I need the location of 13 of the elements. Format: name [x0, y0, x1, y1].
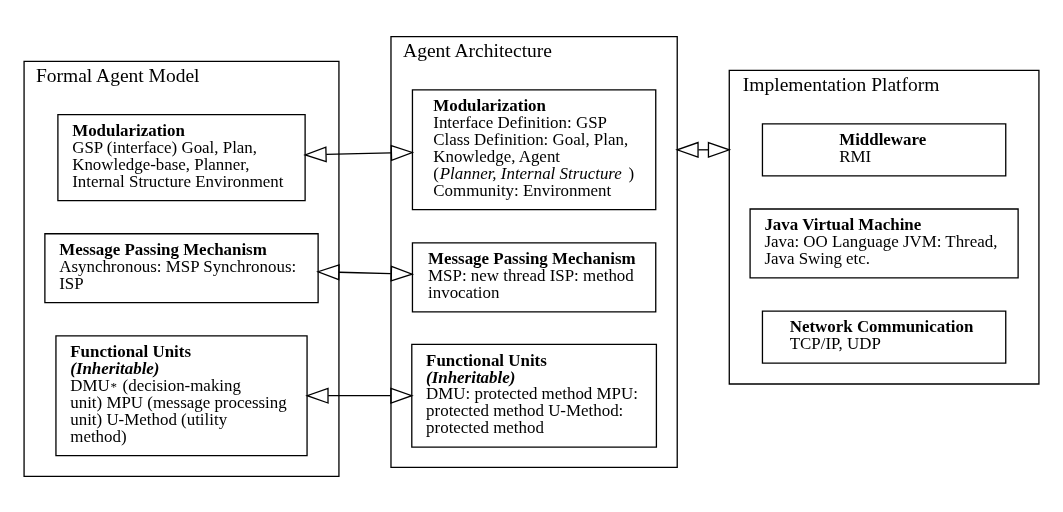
node-box: Middleware RMI — [761, 122, 1007, 176]
node-box: Modularization Interface Definition: GSP Class Definition: Goal, Plan, Knowledge, Agent (Planner, Internal Structure) Community: Environment — [411, 88, 657, 210]
arrow — [305, 387, 414, 404]
node-box: Java Virtual Machine Java: OO Language JVM: Thread, Java Swing etc. — [749, 207, 1019, 279]
node-box: Message Passing Mechanism MSP: new thread ISP: method invocation — [411, 241, 657, 312]
node-box: Network Communication TCP/IP, UDP — [761, 310, 1007, 364]
arrow — [303, 144, 415, 163]
node-box: Modularization GSP (interface) Goal, Plan, Knowledge-base, Planner, Internal Structure Environment — [57, 113, 306, 201]
node-box: Functional Units (Inheritable) DMU: protected method MPU: protected method U-Method: protected method — [411, 343, 658, 448]
arrow — [316, 263, 415, 282]
node-box: Functional Units (Inheritable) DMU* (decision-making unit) MPU (message processing unit) U-Method (utility method) — [55, 334, 308, 456]
node-box: Message Passing Mechanism Asynchronous: MSP Synchronous: ISP — [44, 232, 319, 303]
arrow — [675, 141, 732, 158]
